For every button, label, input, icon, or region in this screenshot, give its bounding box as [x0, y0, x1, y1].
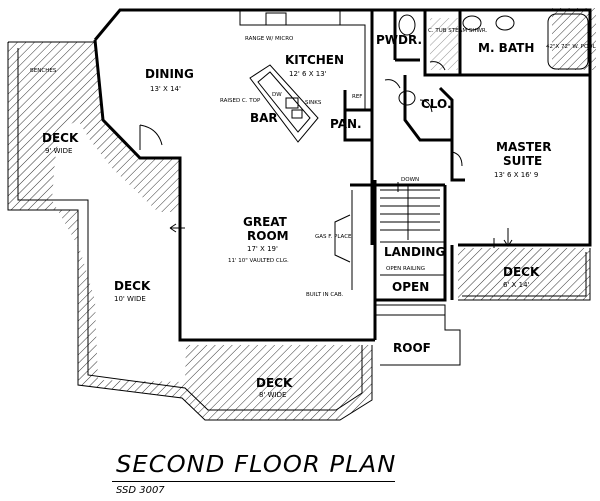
great-room-label-1: GREAT [243, 215, 288, 229]
great-room-dim: 17' X 19' [247, 245, 278, 253]
open-railing-label: OPEN RAILING [386, 266, 425, 272]
dining-dim: 13' X 14' [150, 85, 181, 93]
deck-mid-note: 10' WIDE [114, 295, 146, 303]
interior-details [139, 10, 589, 366]
tub-hatch [552, 8, 596, 70]
deck-left-note: 9' WIDE [45, 147, 72, 155]
deck-bottom-note: 8' WIDE [259, 391, 286, 399]
gas-fireplace-label: GAS F. PLACE [315, 234, 352, 240]
pool-note: 42"X 72" W. POOL [546, 44, 597, 50]
kitchen-label: KITCHEN [285, 53, 344, 67]
dw-label: DW [272, 92, 282, 98]
landing-label: LANDING [384, 245, 445, 259]
benches-label: BENCHES [30, 68, 57, 74]
deck-mid-label: DECK [114, 279, 151, 293]
floor-plan: DINING 13' X 14' KITCHEN 12' 6 X 13' RAN… [7, 8, 597, 421]
bar-label: BAR [250, 111, 278, 125]
deck-east-hatch [458, 248, 590, 300]
sinks-label: SINKS [305, 100, 322, 106]
plan-title: SECOND FLOOR PLAN [116, 452, 397, 478]
master-suite-label-1: MASTER [496, 140, 552, 154]
room-labels: DINING 13' X 14' KITCHEN 12' 6 X 13' RAN… [30, 28, 597, 399]
deck-bottom-label: DECK [256, 376, 293, 390]
built-in-label: BUILT IN CAB. [306, 292, 344, 298]
deck-west-hatch [8, 42, 372, 420]
master-suite-dim: 13' 6 X 16' 9 [494, 171, 538, 179]
down-label: DOWN [401, 177, 419, 183]
roof-label: ROOF [393, 341, 431, 355]
title-underline [112, 481, 395, 482]
tub-shower-label: C. TUB STEAM SHWR. [428, 28, 488, 34]
deck-right-label: DECK [503, 265, 540, 279]
plan-code: SSD 3007 [116, 485, 165, 496]
powder-label: PWDR. [376, 33, 422, 47]
deck-hatch-areas [8, 8, 596, 420]
range-note: RANGE W/ MICRO [245, 36, 294, 42]
pantry-label: PAN. [330, 117, 362, 131]
deck-left-label: DECK [42, 131, 79, 145]
dining-label: DINING [145, 67, 194, 81]
master-suite-label-2: SUITE [503, 154, 542, 168]
tub-shower-hatch [430, 18, 458, 70]
raised-top-label: RAISED C. TOP [220, 98, 261, 104]
vaulted-note: 11' 10" VAULTED CLG. [228, 258, 289, 264]
deck-outlines [7, 41, 591, 421]
great-room-label-2: ROOM [247, 229, 289, 243]
deck-right-note: 6' X 14' [503, 281, 530, 289]
open-label: OPEN [392, 280, 429, 294]
kitchen-dim: 12' 6 X 13' [289, 70, 327, 78]
ref-label: REF [352, 94, 362, 100]
walls [93, 8, 592, 342]
closet-label: CLO. [421, 97, 452, 111]
master-bath-label: M. BATH [478, 41, 534, 55]
